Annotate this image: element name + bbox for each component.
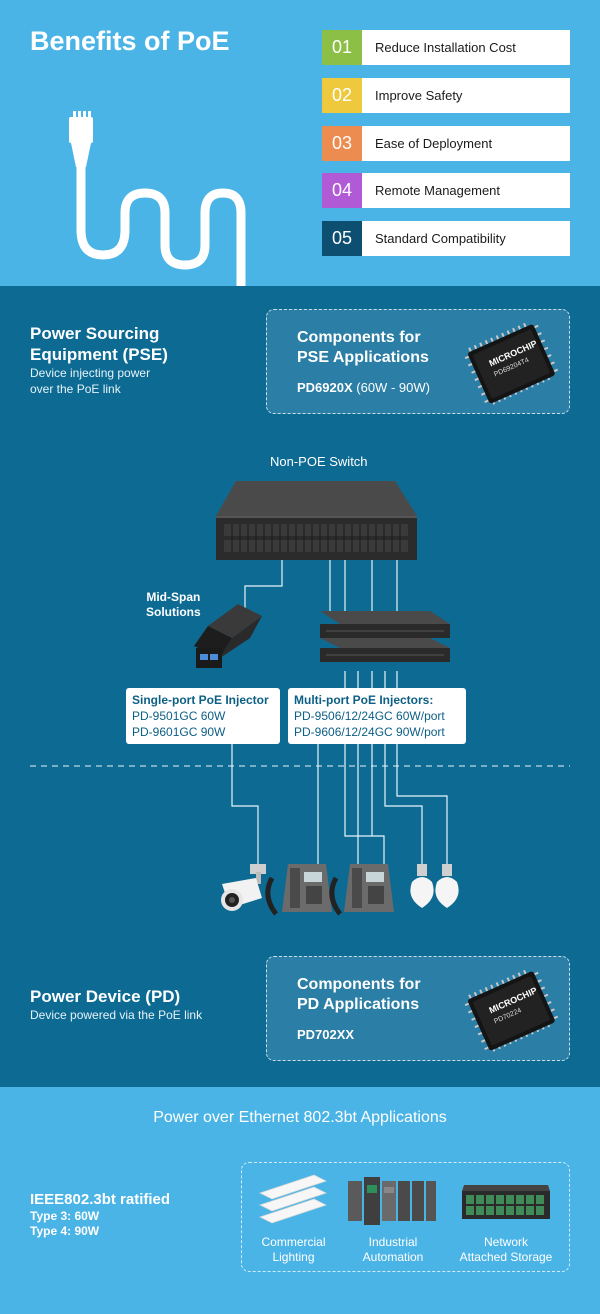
single-port-callout: Single-port PoE Injector PD-9501GC 60W P… — [126, 688, 280, 744]
pse-part-number: PD6920X (60W - 90W) — [297, 380, 430, 395]
applications-title: Power over Ethernet 802.3bt Applications — [153, 1109, 447, 1126]
benefit-label: Remote Management — [375, 183, 501, 198]
benefit-number: 01 — [322, 30, 362, 65]
benefits-section: Benefits of PoE 01 Reduce Installation C… — [0, 0, 600, 290]
applications-box: Commercial Lighting Industrial Automatio… — [241, 1162, 570, 1272]
lighting-icon — [258, 1174, 328, 1224]
pse-components-box: Components for PSE Applications PD6920X … — [266, 309, 570, 414]
midspan-line1: Mid-Span — [146, 590, 201, 604]
ieee-type4: Type 4: 90W — [30, 1224, 100, 1238]
app-label-line1: Commercial — [261, 1235, 326, 1249]
benefit-item-3: 03 Ease of Deployment — [322, 126, 570, 161]
pd-components-title-line2: PD Applications — [297, 996, 420, 1013]
benefit-item-4: 04 Remote Management — [322, 173, 570, 208]
single-port-line1: PD-9501GC 60W — [132, 709, 226, 723]
single-port-injector-icon — [194, 604, 262, 668]
single-port-line2: PD-9601GC 90W — [132, 725, 226, 739]
pse-title-line1: Power Sourcing — [30, 324, 160, 343]
benefit-label: Improve Safety — [375, 88, 463, 103]
pse-desc-line2: over the PoE link — [30, 382, 121, 396]
app-label-line2: Attached Storage — [459, 1250, 553, 1264]
pd-components-title-line1: Components for — [297, 976, 421, 993]
network-diagram — [30, 481, 570, 916]
multi-port-line2: PD-9606/12/24GC 90W/port — [294, 725, 445, 739]
benefit-label: Standard Compatibility — [375, 231, 506, 246]
switch-icon — [216, 481, 417, 560]
multi-port-callout: Multi-port PoE Injectors: PD-9506/12/24G… — [288, 688, 466, 744]
light-bulb-icon — [435, 864, 459, 908]
pd-heading: Power Device (PD) Device powered via the… — [30, 986, 202, 1023]
pse-components-title-line2: PSE Applications — [297, 349, 429, 366]
pse-chip-icon: MICROCHIP PD69204T4 — [464, 322, 559, 405]
pd-components-box: Components for PD Applications PD702XX M… — [266, 956, 570, 1061]
app-commercial-lighting: Commercial Lighting — [242, 1235, 345, 1265]
applications-section: Power over Ethernet 802.3bt Applications… — [0, 1087, 600, 1314]
app-network-attached-storage: Network Attached Storage — [446, 1235, 566, 1265]
benefit-label: Reduce Installation Cost — [375, 40, 516, 55]
pd-title: Power Device (PD) — [30, 987, 181, 1006]
ip-phone-icon — [329, 864, 394, 916]
camera-icon — [221, 864, 266, 911]
pse-heading: Power Sourcing Equipment (PSE) Device in… — [30, 323, 168, 397]
multi-port-line1: PD-9506/12/24GC 60W/port — [294, 709, 445, 723]
light-bulb-icon — [410, 864, 434, 908]
pse-part-bold: PD6920X — [297, 380, 353, 395]
app-label-line2: Automation — [362, 1250, 424, 1264]
ieee-title: IEEE802.3bt ratified — [30, 1191, 171, 1208]
benefit-label: Ease of Deployment — [375, 136, 493, 151]
benefit-number: 05 — [322, 221, 362, 256]
switch-label: Non-POE Switch — [270, 454, 368, 469]
page-title: Benefits of PoE — [30, 26, 230, 56]
multi-port-injector-icon — [320, 611, 450, 662]
pse-components-title-line1: Components for — [297, 329, 421, 346]
ieee-block: IEEE802.3bt ratified Type 3: 60W Type 4:… — [30, 1191, 170, 1239]
industrial-automation-icon — [348, 1177, 436, 1225]
pd-part-number: PD702XX — [297, 1027, 355, 1042]
benefit-item-2: 02 Improve Safety — [322, 78, 570, 113]
ip-phone-icon — [265, 864, 332, 916]
nas-icon — [462, 1185, 550, 1219]
ethernet-cable-icon — [69, 111, 246, 290]
app-label-line2: Lighting — [272, 1250, 315, 1264]
benefit-number: 02 — [322, 78, 362, 113]
app-industrial-automation: Industrial Automation — [342, 1235, 444, 1265]
multi-port-heading: Multi-port PoE Injectors: — [294, 693, 434, 707]
benefit-number: 03 — [322, 126, 362, 161]
pd-desc: Device powered via the PoE link — [30, 1008, 203, 1022]
pd-chip-icon: MICROCHIP PD70224 — [464, 969, 559, 1052]
ieee-type3: Type 3: 60W — [30, 1209, 100, 1223]
pse-title-line2: Equipment (PSE) — [30, 345, 168, 364]
pse-part-range: (60W - 90W) — [352, 380, 430, 395]
midspan-label: Mid-Span Solutions — [146, 590, 201, 620]
app-label-line1: Network — [483, 1235, 528, 1249]
poe-diagram-section: Power Sourcing Equipment (PSE) Device in… — [0, 286, 600, 1087]
single-port-heading: Single-port PoE Injector — [132, 693, 269, 707]
midspan-line2: Solutions — [146, 605, 201, 619]
benefit-item-1: 01 Reduce Installation Cost — [322, 30, 570, 65]
benefit-item-5: 05 Standard Compatibility — [322, 221, 570, 256]
pse-desc-line1: Device injecting power — [30, 366, 151, 380]
benefit-number: 04 — [322, 173, 362, 208]
app-label-line1: Industrial — [368, 1235, 418, 1249]
